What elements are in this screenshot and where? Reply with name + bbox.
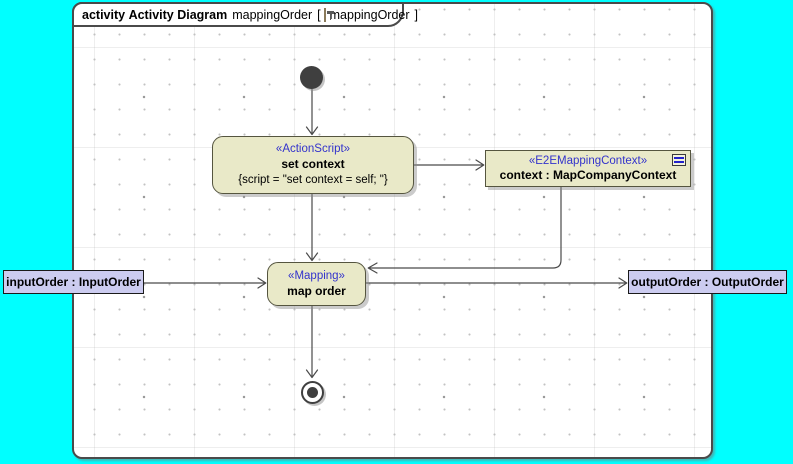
parameter-node-output-order[interactable]: outputOrder : OutputOrder [628, 270, 787, 294]
activity-diagram-icon [323, 7, 334, 22]
diagram-keyword: activity Activity Diagram [82, 7, 228, 22]
mapping-context-stereotype: «E2EMappingContext» [528, 154, 648, 167]
map-order-name: map order [287, 283, 346, 298]
object-node-icon [672, 154, 686, 166]
activity-diagram-frame: activity Activity Diagram mappingOrder [… [72, 2, 713, 459]
action-map-order[interactable]: «Mapping» map order [267, 262, 366, 306]
output-order-label: outputOrder : OutputOrder [631, 275, 784, 289]
bracket-open: [ [317, 7, 321, 22]
activity-final-node[interactable] [301, 381, 324, 404]
bracket-close: ] [414, 7, 419, 22]
initial-node[interactable] [300, 66, 323, 89]
set-context-stereotype: «ActionScript» [275, 143, 351, 156]
diagram-header-tab[interactable]: activity Activity Diagram mappingOrder [… [72, 2, 418, 27]
set-context-script: {script = "set context = self; "} [238, 173, 388, 186]
map-order-stereotype: «Mapping» [288, 269, 345, 282]
action-set-context[interactable]: «ActionScript» set context {script = "se… [212, 136, 414, 194]
diagram-name: mappingOrder [232, 7, 313, 22]
mapping-context-name: context : MapCompanyContext [499, 168, 677, 183]
diagram-context-name: mappingOrder [329, 7, 410, 22]
object-node-mapping-context[interactable]: «E2EMappingContext» context : MapCompany… [485, 150, 691, 187]
set-context-name: set context [281, 157, 345, 172]
input-order-label: inputOrder : InputOrder [6, 275, 141, 289]
parameter-node-input-order[interactable]: inputOrder : InputOrder [3, 270, 144, 294]
